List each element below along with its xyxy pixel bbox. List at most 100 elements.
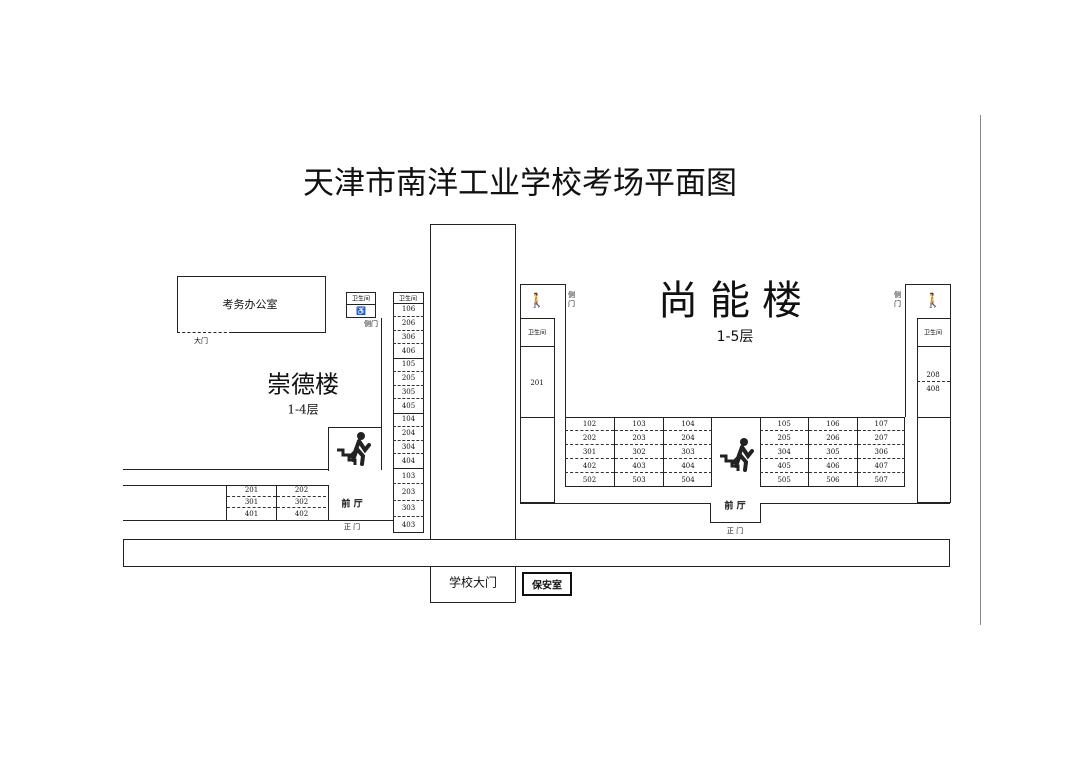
toilet-icon: ♿: [356, 306, 366, 316]
wall: [520, 417, 555, 418]
room-106: 106: [809, 417, 857, 431]
room-402: 402: [294, 510, 309, 519]
restroom-label: 卫生间: [527, 329, 547, 337]
room-207: 207: [857, 431, 905, 445]
divider: [917, 381, 950, 382]
wall: [123, 469, 328, 470]
room-405: 405: [760, 459, 809, 473]
room-block-left: [565, 417, 712, 487]
security-room: [522, 572, 572, 596]
wall: [520, 503, 710, 504]
side-door-label: 侧门: [364, 320, 378, 328]
room-105: 105: [393, 358, 424, 372]
wall: [328, 485, 329, 520]
exam-office-label: 考务办公室: [222, 298, 278, 311]
room-202: 202: [565, 431, 614, 445]
room-303: 303: [664, 445, 712, 459]
room-403: 403: [401, 520, 416, 529]
room-208: 208: [926, 371, 940, 379]
stairs-icon: [720, 438, 754, 472]
stairwell-left: [328, 427, 382, 471]
room-301: 301: [227, 497, 276, 509]
room-205: 205: [393, 372, 424, 386]
wall: [565, 284, 566, 417]
right-wing-column: [917, 318, 951, 503]
restroom-left-a: [346, 292, 376, 318]
room-408: 408: [926, 385, 940, 393]
room-104: 104: [393, 413, 424, 427]
building-name-shangneng: 尚能楼: [658, 278, 814, 324]
room-503: 503: [632, 476, 646, 484]
divider: [346, 304, 376, 305]
room-205: 205: [760, 431, 809, 445]
exam-office: [177, 276, 326, 333]
central-building: [430, 224, 516, 540]
building-name-chongde: 崇德楼: [267, 370, 339, 399]
room-506: 506: [826, 476, 840, 484]
restroom-label: 卫生间: [351, 295, 371, 303]
divider: [393, 358, 424, 359]
main-door-label: 正 门: [726, 527, 744, 535]
room-305: 305: [809, 445, 857, 459]
corridor-wall: [381, 318, 382, 470]
divider: [393, 413, 424, 414]
lobby-right: [710, 503, 761, 523]
room-201: 201: [530, 379, 544, 387]
wall: [520, 284, 521, 503]
building-floors: 1-5层: [716, 329, 754, 345]
room-204: 204: [664, 431, 712, 445]
room-406: 406: [401, 347, 416, 356]
room-103: 103: [615, 417, 663, 431]
road: [123, 539, 950, 567]
wall: [520, 284, 565, 285]
wall: [950, 284, 951, 503]
room-202: 202: [277, 485, 326, 497]
room-406: 406: [809, 459, 857, 473]
room-302: 302: [615, 445, 663, 459]
room-505: 505: [777, 476, 791, 484]
room-305: 305: [393, 386, 424, 400]
wall: [905, 284, 950, 285]
room-301: 301: [565, 445, 614, 459]
lobby-label: 前 厅: [724, 501, 746, 512]
room-407: 407: [857, 459, 905, 473]
office-door-label: 大门: [194, 337, 208, 345]
room-block-right: [760, 417, 905, 487]
restroom-label: 卫生间: [923, 329, 943, 337]
main-door-label: 正 门: [343, 523, 361, 531]
room-402: 402: [565, 459, 614, 473]
wall: [123, 520, 393, 521]
stairs-icon: 🚶: [924, 293, 942, 309]
room-206: 206: [809, 431, 857, 445]
plan-title: 天津市南洋工业学校考场平面图: [303, 165, 737, 202]
room-502: 502: [582, 476, 597, 484]
room-104: 104: [664, 417, 712, 431]
room-404: 404: [401, 457, 416, 466]
room-206: 206: [393, 317, 424, 331]
divider: [393, 468, 424, 469]
room-405: 405: [401, 402, 416, 411]
room-103: 103: [393, 468, 424, 485]
school-gate: [430, 566, 516, 603]
room-column: [393, 292, 424, 533]
room-107: 107: [857, 417, 905, 431]
lobby-label: 前 厅: [341, 499, 363, 510]
wall: [123, 485, 328, 486]
side-door-label: 侧门: [568, 291, 575, 308]
room-201: 201: [227, 485, 276, 497]
wall: [520, 346, 555, 347]
room-105: 105: [760, 417, 809, 431]
room-203: 203: [393, 484, 424, 501]
wall: [760, 503, 950, 504]
side-door-label: 侧门: [894, 291, 901, 308]
wall: [905, 284, 906, 417]
